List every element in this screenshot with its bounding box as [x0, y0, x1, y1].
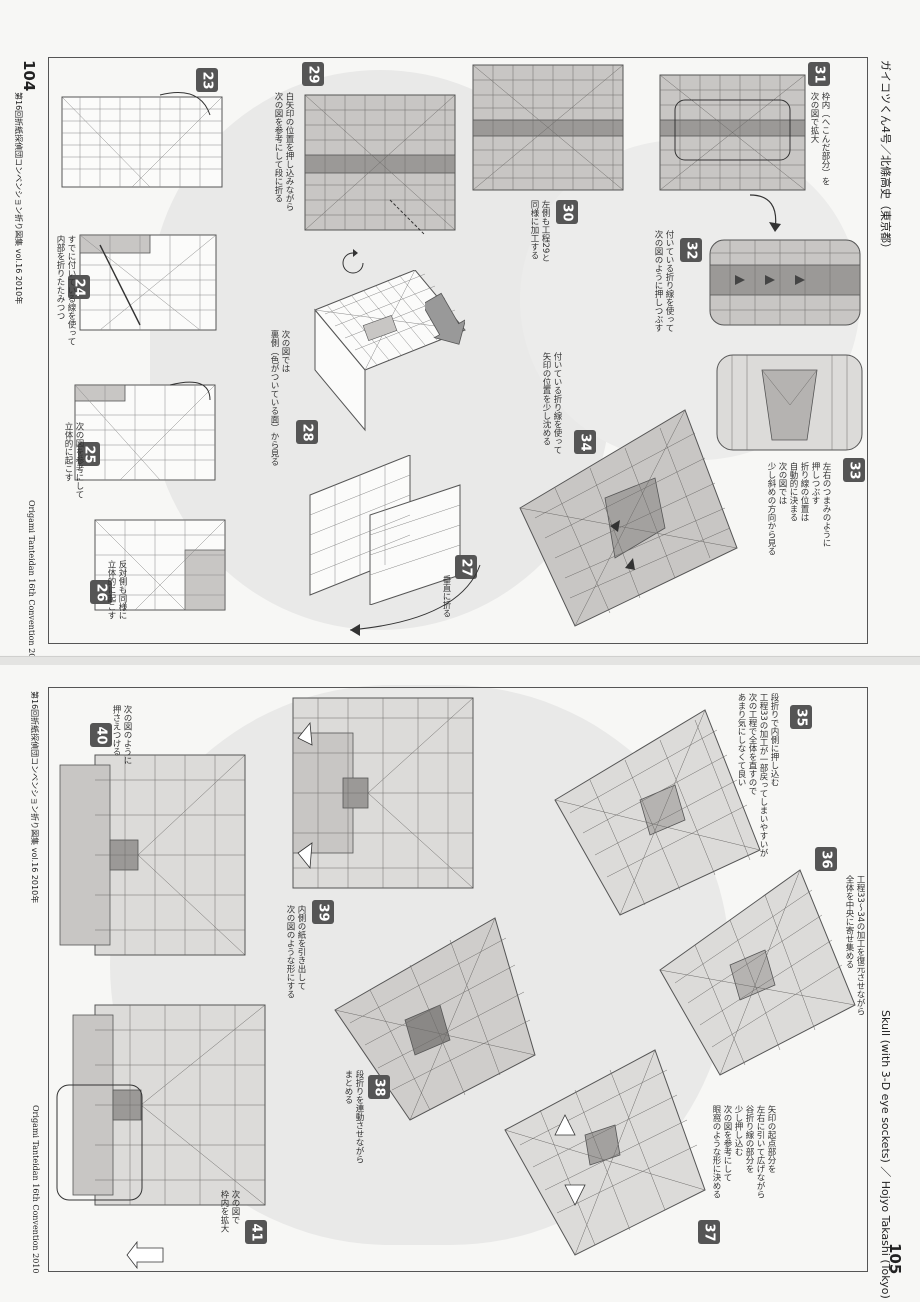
step-37-badge: 37	[698, 1220, 720, 1244]
step-33-note: 左右のつまみのように 押しつぶす 折り線の位置は 自動的に決まる 次の図では 少…	[766, 462, 831, 556]
view-arrow-icon	[425, 292, 465, 345]
rotate-icon	[342, 249, 364, 274]
step-39-note: 内側の紙を引き出して 次の図のような形にする	[285, 905, 306, 999]
step-30-badge: 30	[556, 200, 578, 224]
step-33-badge: 33	[843, 458, 865, 482]
step-35-badge: 35	[790, 705, 812, 729]
diagram-step-33	[716, 354, 863, 451]
step-26-badge: 26	[90, 580, 112, 604]
step-34-badge: 34	[574, 430, 596, 454]
step-27-note: 垂直に折る	[441, 575, 451, 618]
step-25-note: 次の図を参考にして 立体的に起こす	[63, 422, 84, 499]
diagram-step-35	[554, 709, 761, 916]
diagram-step-40	[59, 754, 246, 956]
diagram-step-36	[659, 869, 856, 1076]
step-25-badge: 25	[78, 442, 100, 466]
step-29-note: 白矢印の位置を押し込みながら 次の図を参考にして段に折る	[273, 92, 294, 211]
step-40-note: 次の図のように 押さえつける	[111, 705, 132, 765]
page-105: 105 第16回折紙探偵団コンベンション折り図集 vol.16 2010年 Or…	[0, 665, 920, 1302]
step-35-note: 段折りで内側に押し込む 工程33の加工が一部戻ってしまいやすいが 次の工程で全体…	[736, 693, 779, 857]
step-24-badge: 24	[68, 275, 90, 299]
footer-en: Origami Tanteidan 16th Convention 2010	[27, 500, 36, 669]
footer-en-105: Origami Tanteidan 16th Convention 2010	[31, 1105, 40, 1274]
running-footer-105: 第16回折紙探偵団コンベンション折り図集 vol.16 2010年	[30, 691, 39, 904]
step-29-badge: 29	[302, 62, 324, 86]
step-36-note: 工程33〜34の加工を復元させながら 全体を中央に寄せ集める	[844, 875, 865, 1016]
step-30-note: 左側も工程29と 同様に加工する	[529, 200, 550, 262]
diagram-step-34	[519, 409, 738, 627]
step-31-note: 枠内（へこんだ部分）を 次の図で拡大	[809, 92, 830, 186]
diagram-step-41	[56, 1004, 266, 1206]
down-arrow-icon	[126, 1240, 164, 1270]
step-38-badge: 38	[368, 1075, 390, 1099]
page-number: 104	[20, 60, 38, 92]
step-40-badge: 40	[90, 723, 112, 747]
step-38-note: 段折りを連動させながら まとめる	[343, 1070, 364, 1164]
step-23-badge: 23	[196, 68, 218, 92]
curved-arrow-31-32	[749, 194, 781, 232]
diagram-step-39	[292, 697, 474, 889]
diagram-step-38	[334, 917, 536, 1121]
diagram-step-37	[504, 1049, 706, 1256]
diagram-step-32	[709, 239, 861, 326]
step-39-badge: 39	[312, 900, 334, 924]
step-41-note: 次の図で 枠内を拡大	[219, 1190, 240, 1233]
page-title-105: Skull (with 3-D eye sockets) ／ Hojyo Tak…	[879, 1010, 892, 1299]
diagram-step-30	[472, 64, 624, 191]
step-28-badge: 28	[296, 420, 318, 444]
step-26-note: 反対側も同様に 立体的に起こす	[106, 560, 127, 620]
diagram-step-24	[79, 234, 217, 331]
step-28-note: 次の図では 裏側（色がついている面）から見る	[269, 330, 290, 466]
page-frame	[48, 57, 868, 644]
step-32-note: 付いている折り線を使って 次の図のように押しつぶす	[653, 230, 674, 332]
diagram-step-31	[659, 74, 806, 191]
step-34-note: 付いている折り線を使って 矢印の位置を少し沈める	[541, 352, 562, 454]
diagram-step-23	[61, 92, 223, 188]
step-27-badge: 27	[455, 555, 477, 579]
step-41-badge: 41	[245, 1220, 267, 1244]
diagram-step-29	[304, 94, 456, 235]
running-footer: 第16回折紙探偵団コンベンション折り図集 vol.16 2010年	[14, 92, 23, 305]
fold-arrow-27	[349, 564, 481, 636]
page-title: ガイコツくん4号／北條高史（東京都）	[879, 60, 892, 254]
diagram-step-25	[74, 381, 216, 481]
step-36-badge: 36	[815, 847, 837, 871]
page-104: 104 第16回折紙探偵団コンベンション折り図集 vol.16 2010年 Or…	[14, 57, 892, 669]
diagram-step-27	[309, 455, 461, 605]
step-24-note: すでに付いている線を使って 内部を折りたたみつつ	[55, 235, 76, 346]
diagram-step-26	[94, 519, 226, 611]
step-32-badge: 32	[680, 238, 702, 262]
page-frame-105	[48, 687, 868, 1272]
diagram-step-28	[314, 270, 466, 432]
step-37-note: 矢印の起点部分を 左右に引いて広げながら 谷折り線の部分を 少し押し込む 次の図…	[711, 1105, 776, 1199]
step-31-badge: 31	[808, 62, 830, 86]
